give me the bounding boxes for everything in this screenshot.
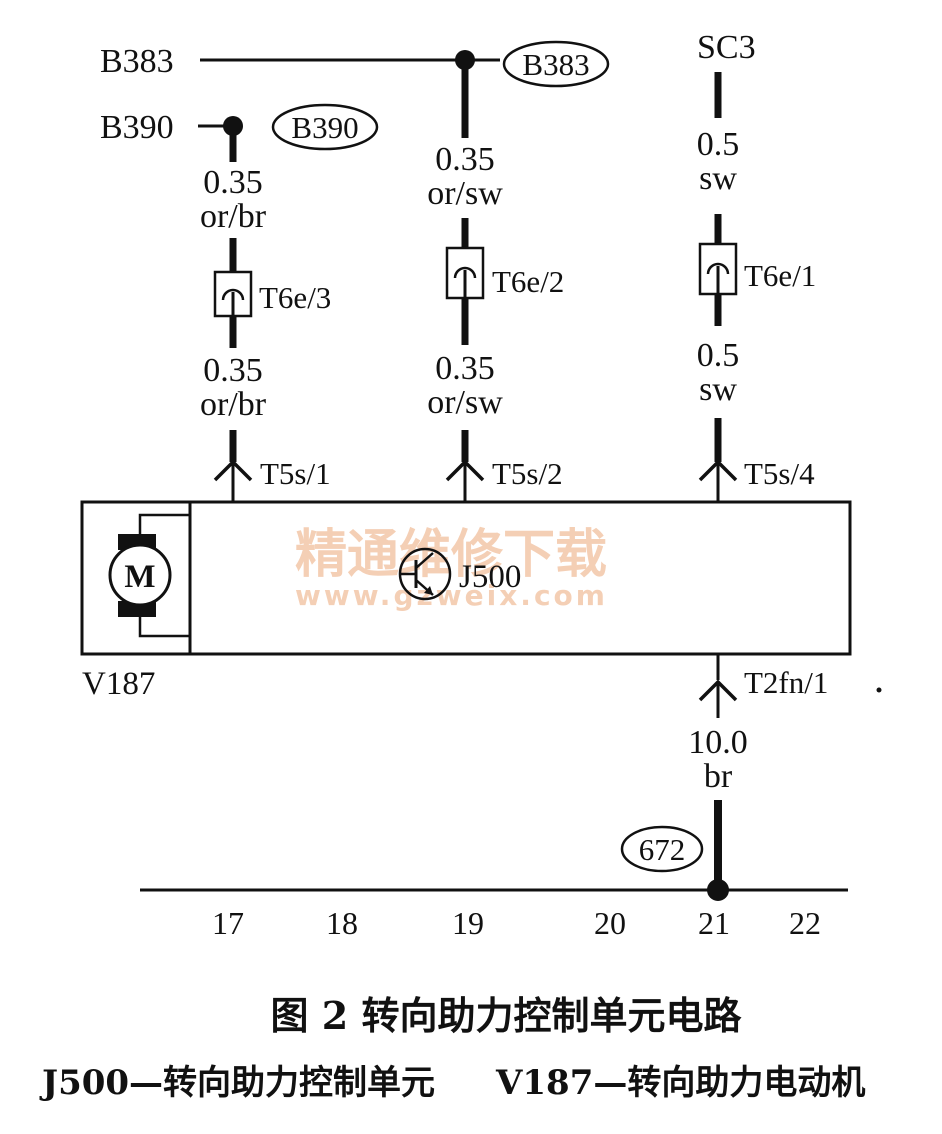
signal-b383-label: B383 bbox=[100, 43, 174, 80]
ground-wire-color: br bbox=[704, 758, 733, 795]
b383-oval-label: B383 bbox=[522, 47, 589, 82]
track-number: 20 bbox=[594, 905, 626, 941]
b390-oval-label: B390 bbox=[291, 110, 358, 145]
motor-symbol-label: M bbox=[124, 559, 155, 595]
track-number: 21 bbox=[698, 905, 730, 941]
left-top-wire-color: or/br bbox=[200, 198, 267, 235]
right-bot-wire-color: sw bbox=[699, 371, 737, 408]
figure-caption: 图 2 转向助力控制单元电路 bbox=[271, 993, 743, 1038]
b383-oval bbox=[502, 40, 610, 88]
connector-t5s1-label: T5s/1 bbox=[260, 456, 331, 491]
connector-t6e3-pin bbox=[221, 288, 245, 301]
b390-oval bbox=[271, 103, 379, 151]
signal-b390-label: B390 bbox=[100, 109, 174, 146]
track-number: 19 bbox=[452, 905, 484, 941]
mid-bot-wire-color: or/sw bbox=[427, 384, 503, 421]
right-top-wire-color: sw bbox=[699, 160, 737, 197]
connector-t6e2-pin bbox=[453, 266, 477, 279]
left-top-wire-size: 0.35 bbox=[203, 164, 263, 201]
stray-dot bbox=[876, 687, 882, 693]
motor-icon bbox=[108, 513, 190, 638]
left-bot-wire-size: 0.35 bbox=[203, 352, 263, 389]
ecu-j500-box bbox=[188, 500, 852, 656]
right-top-wire-size: 0.5 bbox=[697, 126, 740, 163]
connector-t5s2-label: T5s/2 bbox=[492, 456, 563, 491]
ground-point-oval bbox=[620, 825, 704, 873]
signal-sc3-label: SC3 bbox=[697, 29, 756, 66]
mid-bot-wire-size: 0.35 bbox=[435, 350, 495, 387]
connector-t6e1-label: T6e/1 bbox=[744, 258, 816, 293]
connector-t6e3-label: T6e/3 bbox=[259, 280, 331, 315]
track-number: 17 bbox=[212, 905, 244, 941]
motor-v187-label: V187 bbox=[82, 666, 155, 702]
connector-t2fn1-label: T2fn/1 bbox=[744, 665, 828, 700]
ecu-j500-label: J500 bbox=[459, 559, 521, 595]
legend-v187: V187—转向助力电动机 bbox=[495, 1063, 865, 1103]
connector-t6e1-pin bbox=[706, 262, 730, 275]
watermark-url: www.gzweix.com bbox=[295, 579, 608, 612]
mid-top-wire-size: 0.35 bbox=[435, 141, 495, 178]
ground-point-label: 672 bbox=[639, 832, 686, 867]
left-bot-wire-color: or/br bbox=[200, 386, 267, 423]
right-bot-wire-size: 0.5 bbox=[697, 337, 740, 374]
track-number: 18 bbox=[326, 905, 358, 941]
connector-t5s4-label: T5s/4 bbox=[744, 456, 815, 491]
connector-t6e2-label: T6e/2 bbox=[492, 264, 564, 299]
ground-wire-size: 10.0 bbox=[688, 724, 748, 761]
transistor-icon bbox=[398, 547, 452, 601]
legend-j500: J500—转向助力控制单元 bbox=[39, 1063, 435, 1103]
track-number: 22 bbox=[789, 905, 821, 941]
mid-top-wire-color: or/sw bbox=[427, 175, 503, 212]
